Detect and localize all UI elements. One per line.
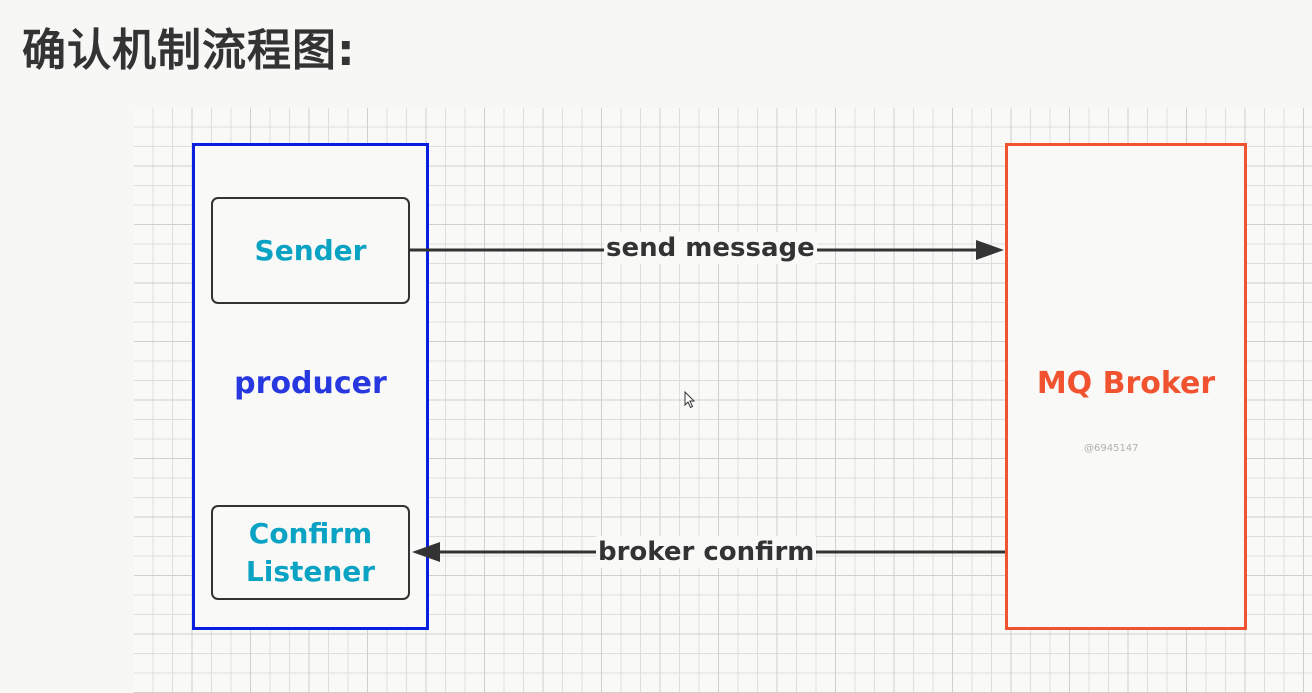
send-message-label: send message [604, 232, 817, 264]
page-title: 确认机制流程图: [22, 25, 356, 76]
confirm-listener-label-line2: Listener [245, 554, 376, 588]
mq-broker-container [1005, 143, 1247, 630]
mouse-pointer-icon [684, 391, 696, 409]
confirm-listener-node: Confirm Listener [211, 505, 410, 600]
sender-node: Sender [211, 197, 410, 304]
mq-broker-label: MQ Broker [1036, 366, 1216, 401]
producer-label: producer [234, 366, 387, 401]
broker-confirm-label: broker confirm [596, 536, 817, 568]
watermark: @6945147 [1084, 443, 1139, 454]
confirm-listener-label-line1: Confirm [248, 516, 373, 550]
sender-label: Sender [254, 233, 367, 267]
